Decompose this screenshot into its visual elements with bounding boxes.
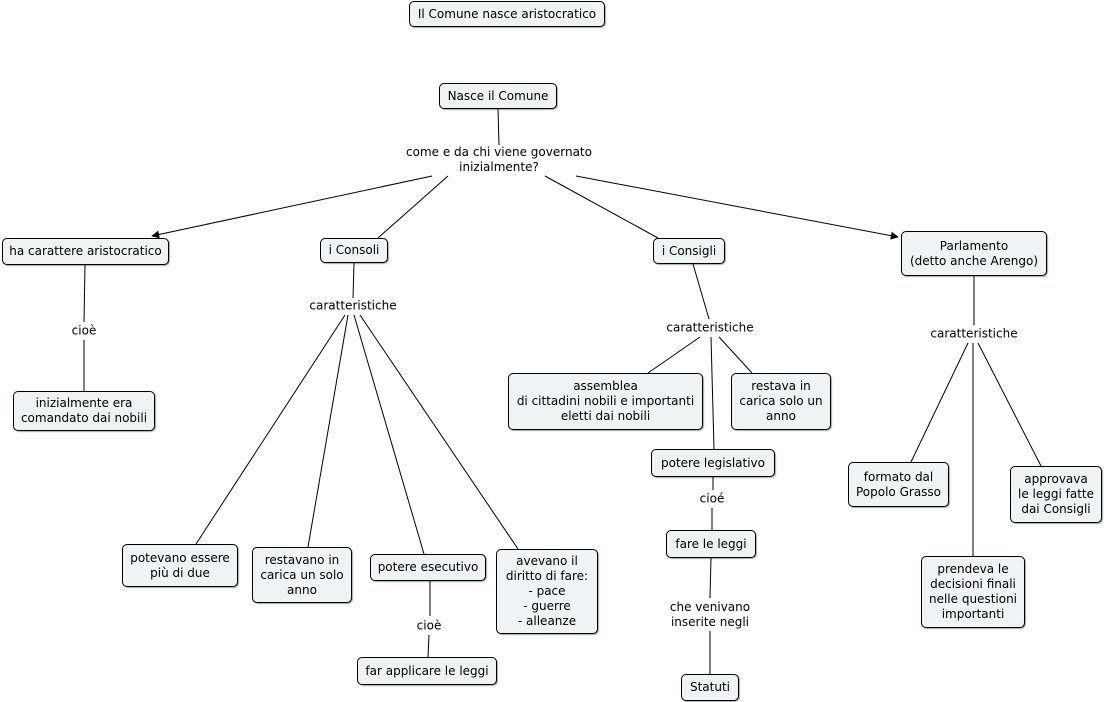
node-i-consoli[interactable]: i Consoli [320, 238, 388, 263]
link-line [709, 557, 712, 599]
link-line [353, 314, 425, 555]
link-label-caratteristiche-consigli: caratteristiche [664, 320, 756, 336]
node-assemblea[interactable]: assemblea di cittadini nobili e importan… [508, 373, 703, 430]
node-piu-di-due[interactable]: potevano essere più di due [122, 544, 238, 587]
link-label-caratteristiche-consoli: caratteristiche [307, 298, 399, 314]
node-parlamento[interactable]: Parlamento (detto anche Arengo) [901, 231, 1047, 276]
node-carattere-aristocratico[interactable]: ha carattere aristocratico [2, 238, 169, 265]
node-diritto-di-fare[interactable]: avevano il diritto di fare: - pace - gue… [496, 549, 598, 634]
link-label-caratteristiche-parlamento: caratteristiche [928, 326, 1020, 342]
link-line [710, 336, 715, 450]
link-line [544, 175, 659, 239]
link-label-cioe: cioè [69, 323, 99, 339]
node-i-consigli[interactable]: i Consigli [653, 238, 725, 264]
node-un-anno-consigli[interactable]: restava in carica solo un anno [731, 373, 831, 430]
link-line [195, 314, 346, 545]
link-line [377, 175, 449, 239]
link-label-inserite: che venivano inserite negli [667, 600, 753, 630]
link-line [359, 314, 519, 550]
link-line [497, 108, 500, 147]
link-line [307, 314, 349, 548]
link-line [977, 342, 1042, 467]
link-label-cioe-esecutivo: cioè [414, 618, 444, 634]
link-label-cioe-legislativo: cioé [697, 491, 727, 507]
link-line [647, 336, 701, 374]
link-arrow [151, 175, 433, 239]
link-line [692, 263, 710, 320]
node-un-anno-consoli[interactable]: restavano in carica un solo anno [252, 547, 352, 603]
node-popolo-grasso[interactable]: formato dal Popolo Grasso [848, 462, 949, 507]
node-fare-le-leggi[interactable]: fare le leggi [666, 530, 756, 558]
link-line [352, 262, 355, 299]
node-comandato-dai-nobili[interactable]: inizialmente era comandato dai nobili [13, 391, 155, 431]
node-potere-esecutivo[interactable]: potere esecutivo [370, 554, 486, 581]
link-arrow [575, 175, 899, 240]
node-potere-legislativo[interactable]: potere legislativo [651, 449, 775, 477]
link-line [83, 264, 86, 323]
link-line [718, 336, 753, 374]
node-nasce-il-comune[interactable]: Nasce il Comune [439, 83, 557, 109]
node-far-applicare-leggi[interactable]: far applicare le leggi [357, 657, 497, 685]
node-approvava-leggi[interactable]: approvava le leggi fatte dai Consigli [1010, 466, 1102, 523]
link-line [427, 634, 430, 658]
node-statuti[interactable]: Statuti [681, 674, 739, 701]
link-line [910, 342, 969, 463]
diagram-title: Il Comune nasce aristocratico [409, 1, 605, 27]
link-label-governato: come e da chi viene governato inizialmen… [404, 145, 594, 175]
node-decisioni-finali[interactable]: prendeva le decisioni finali nelle quest… [921, 556, 1025, 628]
